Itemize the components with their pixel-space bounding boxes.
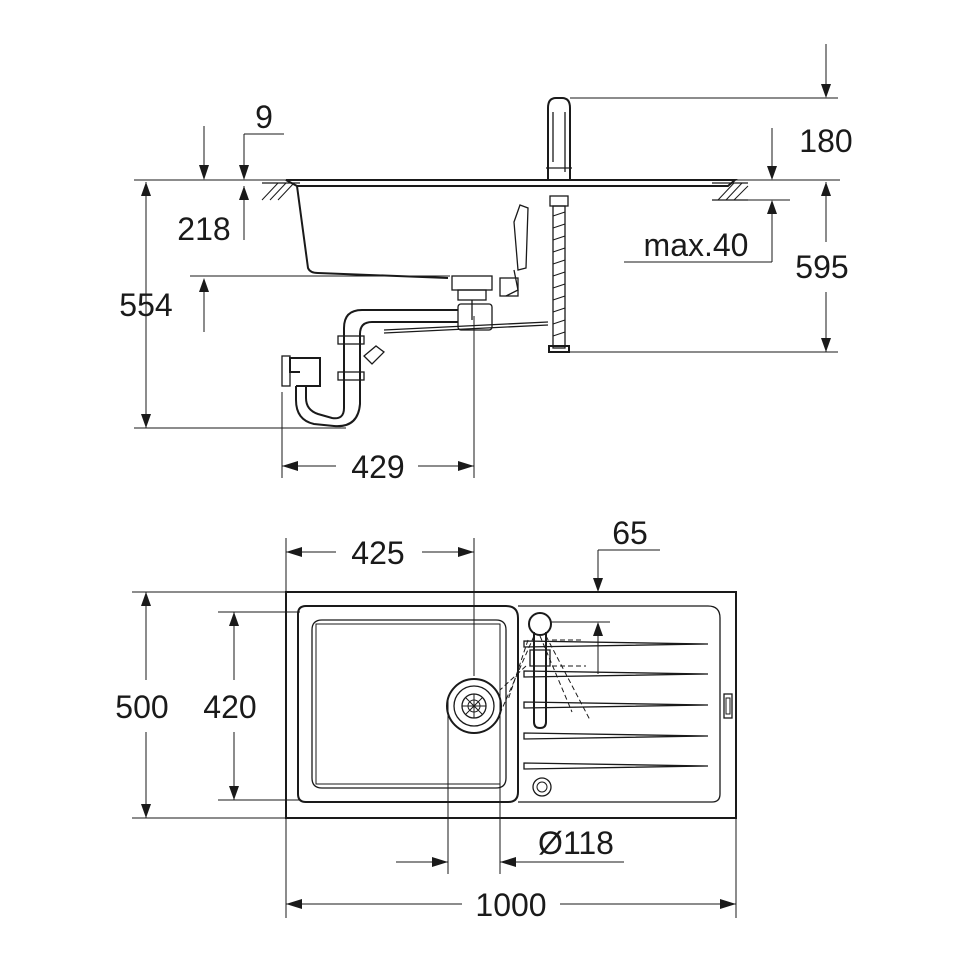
bowl-inner bbox=[311, 619, 507, 789]
faucet bbox=[546, 97, 572, 353]
dim-label-bowl-length: 425 bbox=[351, 535, 404, 571]
trap-pipe bbox=[305, 309, 458, 420]
dim-label-overall-width: 500 bbox=[115, 689, 168, 725]
dim-label-faucet-height: 180 bbox=[799, 123, 852, 159]
worktop-left bbox=[261, 182, 300, 201]
overflow-slot bbox=[723, 693, 733, 719]
dim-label-drain-diameter: Ø118 bbox=[538, 825, 614, 861]
dim-label-worktop-max: max.40 bbox=[644, 227, 749, 263]
dim-label-deck-thickness: 9 bbox=[255, 99, 273, 135]
dim-drain-offset: 429 bbox=[281, 316, 475, 485]
bowl-outer bbox=[297, 605, 519, 803]
dim-label-faucet-hole-offset: 65 bbox=[612, 515, 648, 551]
dim-overall-depth: 554 bbox=[119, 182, 346, 429]
dim-label-overall-depth: 554 bbox=[119, 287, 172, 323]
dim-bowl-length: 425 bbox=[285, 535, 475, 676]
dim-overall-length: 1000 bbox=[285, 818, 737, 923]
dim-overall-width: 500 bbox=[115, 591, 286, 819]
overflow-hose bbox=[499, 204, 529, 297]
dim-label-drain-offset: 429 bbox=[351, 449, 404, 485]
dim-label-hose-length: 595 bbox=[795, 249, 848, 285]
dim-drain-diameter: Ø118 bbox=[396, 700, 624, 874]
side-view: 9 218 554 429 bbox=[119, 44, 853, 485]
drainboard-ribs bbox=[523, 640, 709, 770]
top-view: 425 65 500 bbox=[115, 515, 737, 923]
dim-deck-thickness: 9 bbox=[134, 99, 290, 240]
dim-bowl-depth: 218 bbox=[177, 211, 450, 332]
dim-worktop-max: max.40 bbox=[624, 199, 790, 263]
drain-assembly bbox=[281, 275, 549, 428]
tap-hole bbox=[532, 777, 552, 797]
dim-hose-length: 595 bbox=[570, 182, 849, 353]
drain-strainer bbox=[446, 678, 502, 734]
sink-rim bbox=[285, 179, 738, 187]
dim-bowl-width: 420 bbox=[203, 611, 300, 801]
dim-faucet-height: 180 bbox=[570, 44, 853, 181]
sink-bowl-profile bbox=[296, 185, 449, 279]
drainboard-outline bbox=[518, 605, 721, 803]
dim-label-bowl-depth: 218 bbox=[177, 211, 230, 247]
dim-label-bowl-width: 420 bbox=[203, 689, 256, 725]
dim-faucet-hole-offset: 65 bbox=[550, 515, 660, 674]
dim-label-overall-length: 1000 bbox=[475, 887, 546, 923]
faucet-top bbox=[497, 612, 591, 730]
sink-outline bbox=[285, 591, 737, 819]
